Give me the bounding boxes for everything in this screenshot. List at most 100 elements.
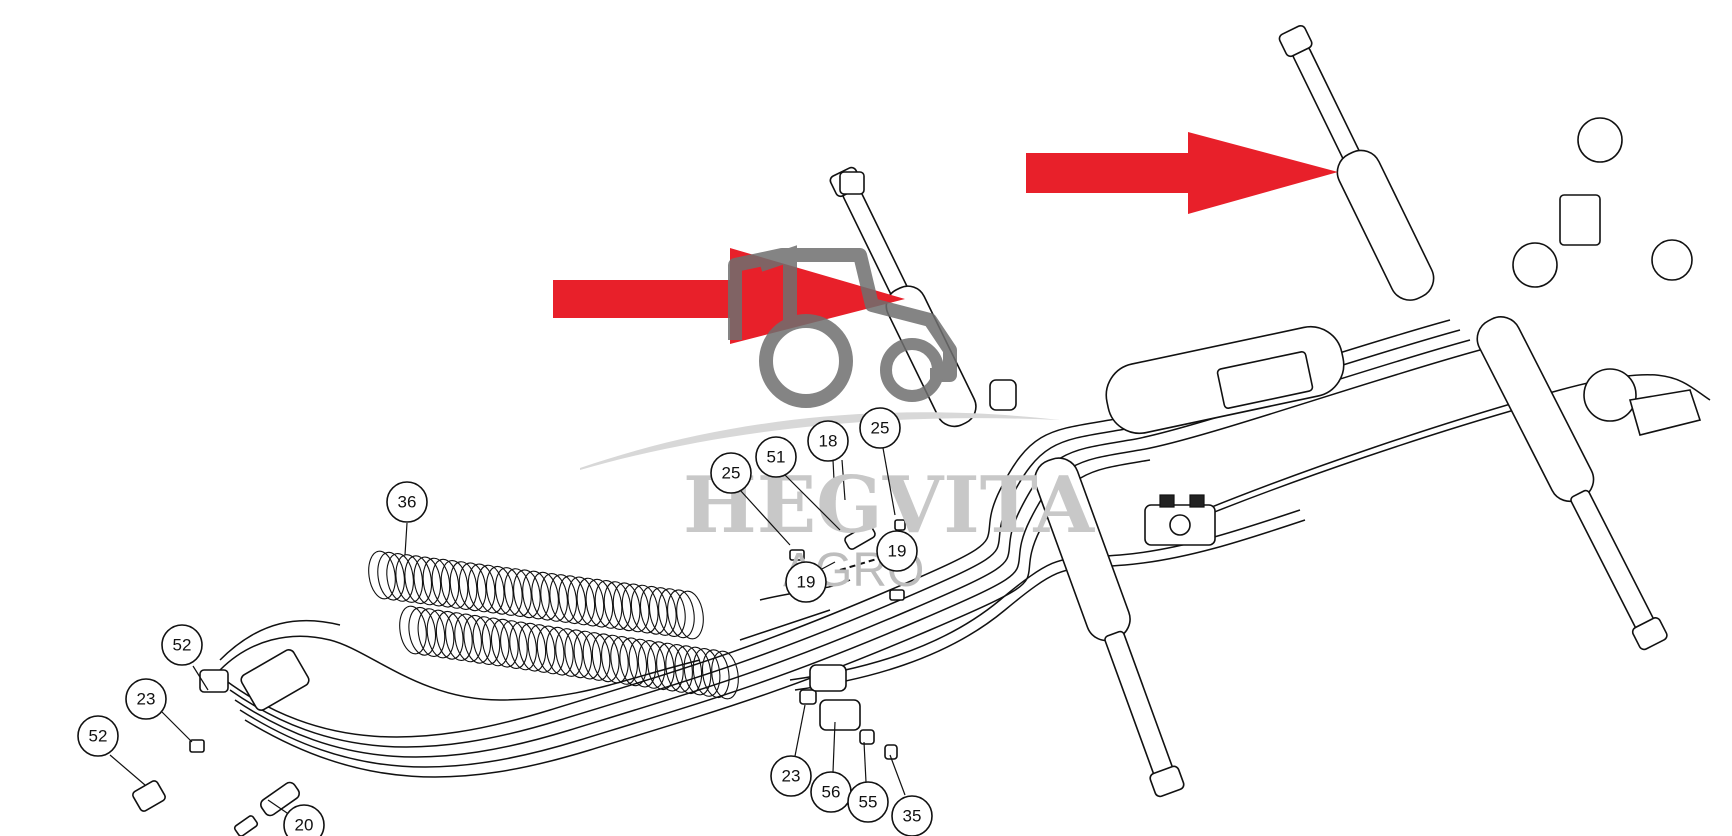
coil-loop (449, 561, 478, 610)
callout-circle (386, 481, 428, 523)
coil-loop (667, 589, 695, 639)
callout-55: 55 (859, 793, 878, 812)
coil-loop (545, 626, 574, 676)
coil-loop (603, 581, 632, 630)
coil-loop (612, 582, 641, 632)
coil-loop (527, 624, 556, 673)
coil-loop (676, 590, 704, 640)
coiled-hose-lower (399, 605, 739, 700)
callout-19-right: 19 (888, 542, 907, 561)
callout-35: 35 (903, 807, 922, 826)
tractor-logo-icon (728, 245, 957, 408)
coil-loop (522, 570, 550, 620)
coil-loop (386, 553, 414, 602)
coil-loop (413, 556, 442, 606)
coil-loop (610, 636, 638, 685)
coil-loop (711, 650, 739, 700)
coil-loop (445, 612, 473, 661)
coil-loop (594, 580, 623, 629)
coil-loop (549, 574, 578, 623)
callout-25-right: 25 (871, 419, 890, 438)
coil-loop (458, 562, 487, 612)
coil-loop (658, 588, 686, 637)
coil-loop (467, 563, 496, 613)
hydraulic-hoses (219, 319, 1711, 778)
coil-loop (417, 608, 446, 657)
coil-loop (576, 577, 605, 627)
coil-loop (601, 634, 629, 684)
coil-loop (435, 610, 464, 660)
coil-loop (422, 557, 451, 607)
coil-loop (573, 630, 602, 680)
accumulator (1512, 117, 1693, 422)
callout-52-upper: 52 (173, 636, 192, 655)
coil-loop (646, 641, 675, 691)
coil-loop (637, 640, 666, 689)
coil-loop (485, 565, 514, 615)
coil-loop (621, 583, 650, 633)
coil-loop (494, 567, 523, 616)
coil-loop (395, 554, 424, 603)
coil-loop (582, 632, 611, 681)
coil-loop (490, 618, 519, 668)
coil-loop (567, 576, 596, 626)
mounting-plate (1628, 389, 1702, 436)
coil-loop (540, 573, 568, 622)
coil-loop (518, 622, 547, 672)
coil-loop (404, 555, 433, 605)
callout-20: 20 (295, 816, 314, 835)
coil-loop (472, 616, 501, 665)
coil-loop (377, 551, 405, 601)
callout-23-bottom: 23 (782, 767, 801, 786)
coil-loop (426, 609, 455, 659)
callout-19-left: 19 (797, 573, 816, 592)
callout-18: 18 (819, 432, 838, 451)
coil-loop (504, 568, 532, 617)
hydraulic-cylinder-right-lower (1476, 316, 1668, 651)
coupling-block-left (132, 649, 310, 836)
coil-loop (591, 633, 620, 683)
coil-loop (476, 564, 505, 614)
coil-loop (619, 637, 648, 687)
coil-loop (536, 625, 565, 675)
coil-loop (368, 550, 396, 600)
callout-52-lower: 52 (89, 727, 108, 746)
coil-loop (500, 620, 528, 669)
coil-loop (585, 578, 614, 628)
coil-loop (509, 621, 537, 671)
coil-loop (701, 649, 730, 699)
coil-loop (408, 606, 437, 656)
coiled-hose-upper (368, 550, 704, 640)
coil-loop (399, 605, 427, 655)
control-valve (1144, 494, 1216, 546)
coil-loop (628, 638, 657, 688)
coil-loop (531, 571, 559, 621)
hydraulic-cylinder-right-top (1278, 24, 1435, 301)
coil-loop (513, 569, 541, 619)
coil-loop (683, 646, 712, 696)
callout-56: 56 (822, 783, 841, 802)
callout-36: 36 (398, 493, 417, 512)
coil-loop (665, 644, 693, 693)
coil-loop (555, 628, 583, 677)
coil-loop (431, 558, 460, 608)
small-fittings (789, 459, 906, 760)
callout-23-left: 23 (137, 690, 156, 709)
cylinder-end-fitting (839, 171, 1017, 411)
coil-loop (692, 648, 721, 697)
coil-loop (639, 585, 668, 635)
callout-51: 51 (767, 448, 786, 467)
hydraulic-tank (1105, 325, 1345, 435)
coil-loop (463, 614, 492, 664)
coil-loop (564, 629, 593, 679)
callout-25-left: 25 (722, 464, 741, 483)
callout-labels: 36 52 23 52 20 25 51 18 25 19 (77, 407, 933, 836)
coil-loop (454, 613, 482, 663)
coil-loop (648, 587, 677, 636)
coil-loop (674, 645, 703, 695)
coil-loop (630, 584, 659, 634)
red-arrow-right (1026, 132, 1338, 214)
coil-loop (481, 617, 510, 667)
coil-loop (558, 575, 587, 625)
